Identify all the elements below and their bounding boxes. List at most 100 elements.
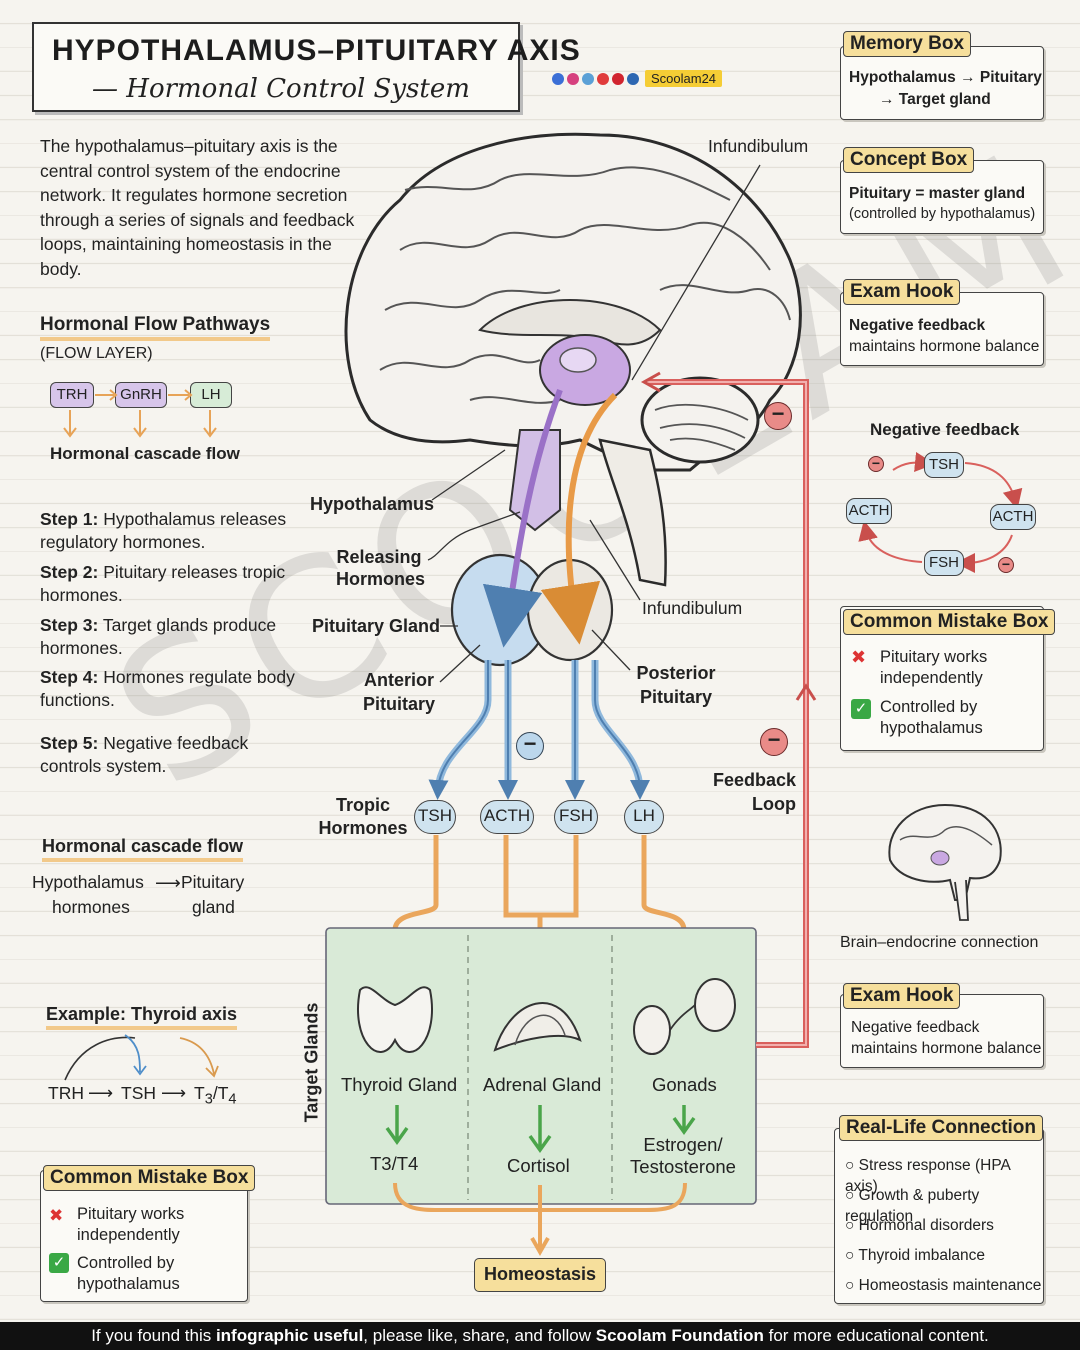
central-diagram xyxy=(325,132,1023,1257)
footer-bold-1: infographic useful xyxy=(215,1326,364,1345)
mistake-right-right: Controlled by hypothalamus xyxy=(880,698,983,737)
exam-hook-box-2: Exam Hook Negative feedback maintains ho… xyxy=(840,983,1044,1068)
label-anterior-pituitary: Anterior Pituitary xyxy=(362,670,436,714)
real-life-item-2-text: Growth & puberty regulation xyxy=(845,1187,980,1225)
youtube-icon[interactable] xyxy=(597,72,609,85)
footer-text-2: , please like, share, and follow xyxy=(363,1326,596,1345)
exam-hook-title-1: Exam Hook xyxy=(843,279,961,305)
intro-text: The hypothalamus–pituitary axis is the c… xyxy=(40,136,355,279)
flow-arrows xyxy=(63,389,217,438)
output-estrogen: Estrogen/ Testosterone xyxy=(630,1134,736,1177)
brain-illustration xyxy=(344,132,802,667)
example-t3t4: T3/T4 xyxy=(194,1083,237,1108)
pill-lh: LH xyxy=(190,382,232,408)
label-target-glands: Target Glands xyxy=(301,1002,322,1123)
memory-box-title: Memory Box xyxy=(843,31,972,57)
exam-hook-box-1: Exam Hook Negative feedback maintains ho… xyxy=(840,279,1044,366)
social-bar: Scoolam24 xyxy=(552,70,723,87)
output-t3t4: T3/T4 xyxy=(370,1153,419,1174)
arrow-right-icon: ⟶ xyxy=(161,1083,187,1103)
mistake-box-right: Common Mistake Box ✖ Pituitary works ind… xyxy=(840,606,1056,751)
real-life-item-1-text: Stress response (HPA axis) xyxy=(845,1157,1011,1195)
minus-icon: − xyxy=(868,456,884,472)
mistake-right-wrong: Pituitary works independently xyxy=(880,648,988,687)
real-life-title: Real-Life Connection xyxy=(839,1115,1044,1141)
step-1-label: Step 1: xyxy=(40,509,99,529)
step-2-label: Step 2: xyxy=(40,562,99,582)
tropic-acth: ACTH xyxy=(480,800,534,834)
exam-hook-2-line-2: maintains hormone balance xyxy=(851,1040,1042,1057)
tropic-fsh: FSH xyxy=(554,800,598,834)
memory-line-2: → Target gland xyxy=(879,91,991,108)
cross-icon: ✖ xyxy=(851,647,867,667)
x-icon[interactable] xyxy=(582,72,594,85)
facebook-icon[interactable] xyxy=(552,72,564,85)
label-releasing-hormones: Releasing Hormones xyxy=(336,547,426,589)
exam-hook-title-2: Exam Hook xyxy=(843,983,961,1009)
real-life-item-4: ○ Thyroid imbalance xyxy=(845,1247,986,1264)
step-2: Step 2: Pituitary releases tropic hormon… xyxy=(40,561,310,607)
mistake-box-right-title: Common Mistake Box xyxy=(843,609,1056,635)
step-3-text: Target glands produce hormones. xyxy=(40,615,277,658)
step-5: Step 5: Negative feedback controls syste… xyxy=(40,732,310,778)
check-icon: ✓ xyxy=(49,1253,69,1273)
pinterest-icon[interactable] xyxy=(612,72,624,85)
step-2-text: Pituitary releases tropic hormones. xyxy=(40,562,286,605)
example-trh: TRH xyxy=(48,1083,84,1103)
example-t-letter: T xyxy=(194,1083,205,1103)
label-tropic-hormones: Tropic Hormones xyxy=(318,795,408,838)
page-title: HYPOTHALAMUS–PITUITARY AXIS xyxy=(52,34,581,67)
minus-icon: − xyxy=(760,728,788,756)
minus-icon: − xyxy=(764,402,792,430)
real-life-item-4-text: Thyroid imbalance xyxy=(858,1247,986,1264)
flow-subtitle: (FLOW LAYER) xyxy=(40,345,153,362)
step-3-label: Step 3: xyxy=(40,615,99,635)
step-4: Step 4: Hormones regulate body functions… xyxy=(40,666,310,712)
linkedin-icon[interactable] xyxy=(627,72,639,85)
small-brain-icon xyxy=(888,803,1002,921)
cascade-right: Pituitary xyxy=(181,872,245,892)
example-t-letter: T xyxy=(217,1083,229,1103)
neg-node-acth-left: ACTH xyxy=(846,498,892,524)
label-hypothalamus: Hypothalamus xyxy=(310,494,435,514)
real-life-item-3: ○ Hormonal disorders xyxy=(845,1217,994,1234)
cascade-title: Hormonal cascade flow xyxy=(42,836,244,862)
concept-box-title: Concept Box xyxy=(843,147,975,173)
memory-line-1: Hypothalamus → Pituitary xyxy=(849,69,1042,86)
minus-icon: − xyxy=(516,732,544,760)
label-infundibulum-mid: Infundibulum xyxy=(642,598,743,618)
step-1-text: Hypothalamus releases regulatory hormone… xyxy=(40,509,287,552)
real-life-item-3-text: Hormonal disorders xyxy=(858,1217,994,1234)
cross-icon: ✖ xyxy=(49,1206,64,1225)
instagram-icon[interactable] xyxy=(567,72,579,85)
concept-box: Concept Box Pituitary = master gland (co… xyxy=(840,147,1044,234)
title-box: HYPOTHALAMUS–PITUITARY AXIS — Hormonal C… xyxy=(32,22,580,112)
real-life-item-5-text: Homeostasis maintenance xyxy=(858,1277,1042,1294)
mistake-wrong: Pituitary works independently xyxy=(77,1205,185,1244)
label-posterior-pituitary: Posterior Pituitary xyxy=(636,663,716,707)
check-icon: ✓ xyxy=(851,699,871,719)
pill-trh: TRH xyxy=(50,382,94,408)
target-gonads: Gonads xyxy=(652,1074,717,1095)
arrow-right-icon: ⟶ xyxy=(155,873,181,893)
output-cortisol: Cortisol xyxy=(507,1155,570,1176)
memory-box: Memory Box Hypothalamus → Pituitary → Ta… xyxy=(840,31,1044,120)
footer-text-3: for more educational content. xyxy=(763,1326,989,1345)
concept-line-1: Pituitary = master gland xyxy=(849,185,1026,202)
flow-title: Hormonal Flow Pathways xyxy=(40,314,271,341)
mistake-box-title: Common Mistake Box xyxy=(43,1165,256,1191)
step-5-label: Step 5: xyxy=(40,733,99,753)
real-life-item-5: ○ Homeostasis maintenance xyxy=(845,1277,1042,1294)
arrow-right-icon: ⟶ xyxy=(88,1083,114,1103)
pill-gnrh: GnRH xyxy=(115,382,167,408)
neg-node-acth-right: ACTH xyxy=(990,504,1036,530)
real-life-item-1: ○ Stress response (HPA axis) xyxy=(845,1157,1011,1195)
homeostasis-box: Homeostasis xyxy=(474,1258,606,1292)
example-curve-arrows xyxy=(64,1034,219,1081)
cascade-left-2: hormones xyxy=(52,897,130,917)
cascade-left: Hypothalamus xyxy=(32,872,144,892)
exam-hook-2-line-1: Negative feedback xyxy=(851,1019,980,1036)
target-thyroid: Thyroid Gland xyxy=(341,1074,458,1095)
exam-hook-1-line-2: maintains hormone balance xyxy=(849,338,1040,355)
step-4-text: Hormones regulate body functions. xyxy=(40,667,295,710)
